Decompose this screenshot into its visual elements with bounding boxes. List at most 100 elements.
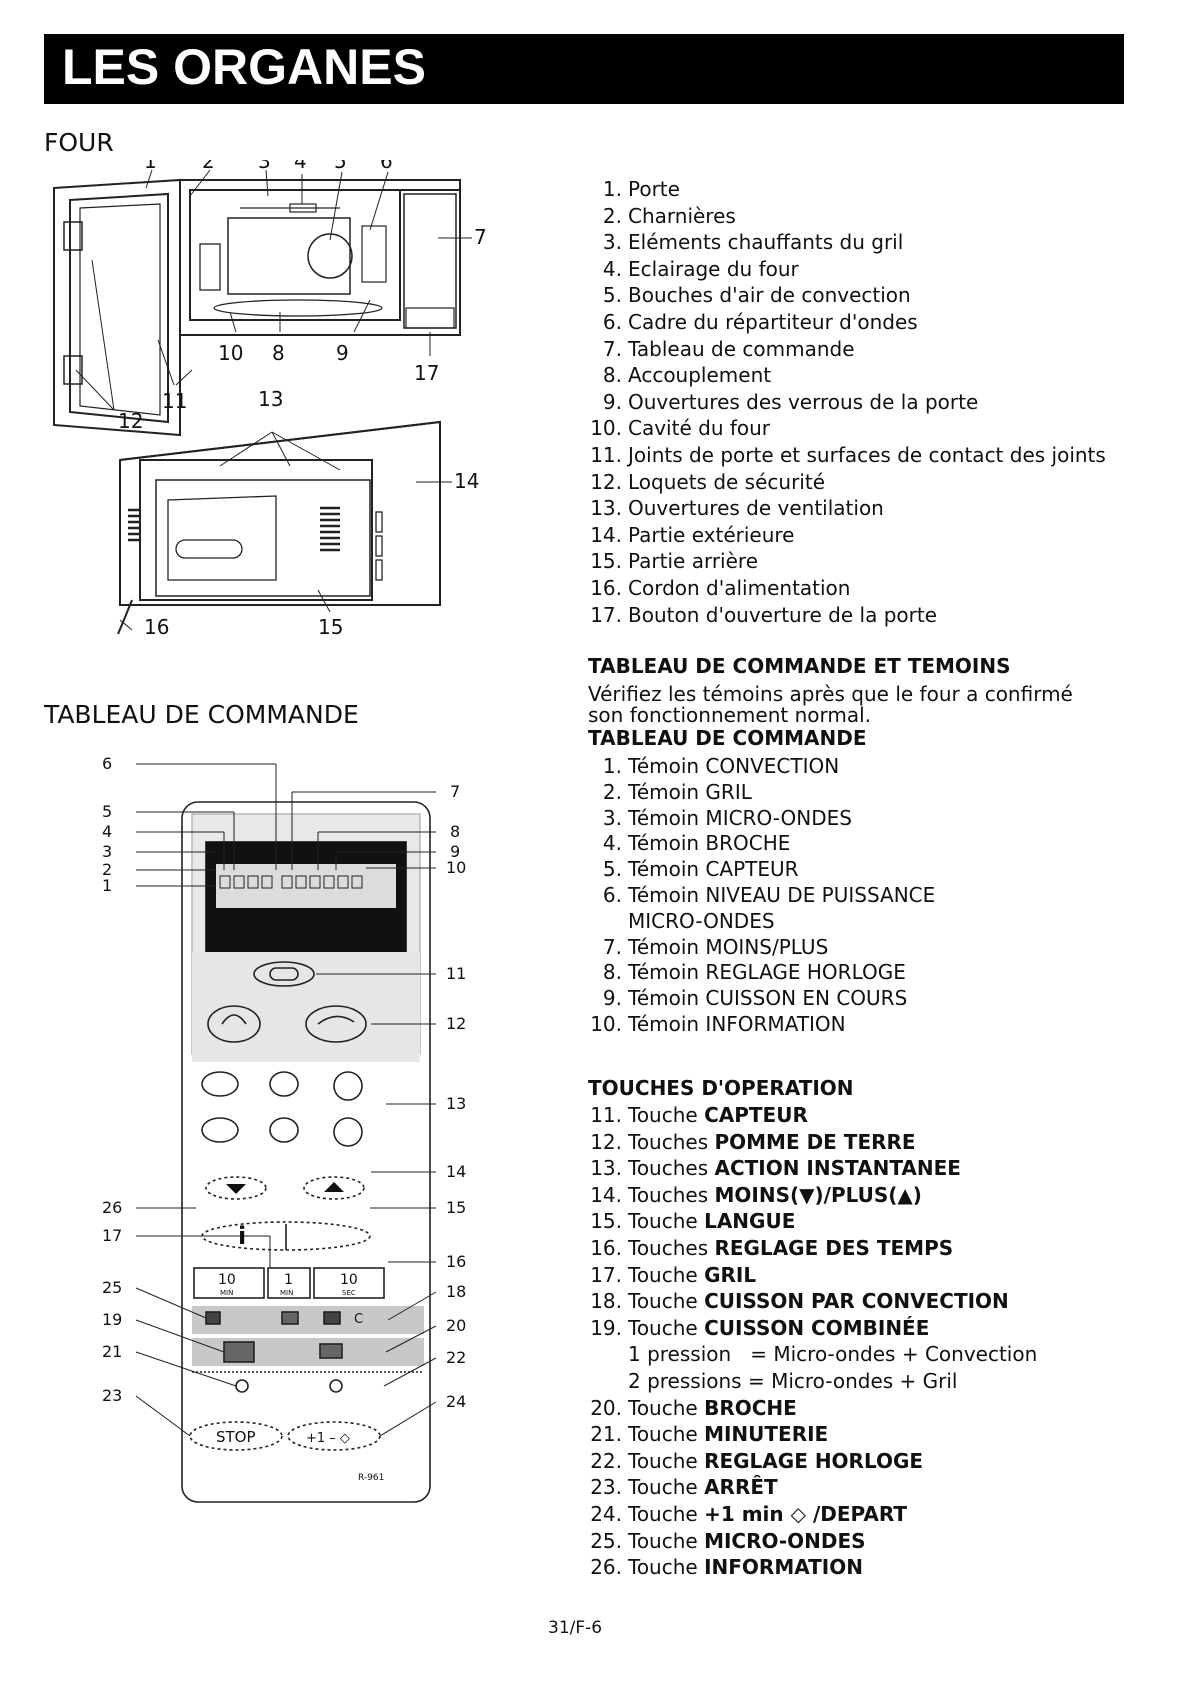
- touche-item: 21.Touche MINUTERIE: [588, 1421, 1148, 1448]
- temoin-item: 10.Témoin INFORMATION: [588, 1012, 1148, 1038]
- temoin-item: 5.Témoin CAPTEUR: [588, 857, 1148, 883]
- touche-item-text: Touches POMME DE TERRE: [628, 1129, 916, 1154]
- panel-heading: TABLEAU DE COMMANDE: [44, 700, 359, 729]
- touche-item-text: Touche MICRO-ONDES: [628, 1528, 866, 1553]
- parts-item-number: 1.: [602, 177, 622, 201]
- panel-callout-17: 17: [102, 1226, 122, 1245]
- touche-item-number: 12.: [590, 1129, 622, 1154]
- temoin-item: 4.Témoin BROCHE: [588, 831, 1148, 857]
- panel-callout-23: 23: [102, 1386, 122, 1405]
- panel-callout-11: 11: [446, 964, 466, 983]
- touche-item-text: Touche CAPTEUR: [628, 1103, 808, 1127]
- temoins-intro-2: son fonctionnement normal.: [588, 703, 872, 727]
- touche-item-number: 17.: [590, 1262, 622, 1287]
- panel-callout-26: 26: [102, 1198, 122, 1217]
- touche-item: 19.Touche CUISSON COMBINÉE: [588, 1315, 1148, 1342]
- parts-item: 17.Bouton d'ouverture de la porte: [588, 602, 1148, 629]
- oven-callout-2: 2: [202, 160, 215, 173]
- parts-item: 6.Cadre du répartiteur d'ondes: [588, 309, 1148, 336]
- temoins-intro-1: Vérifiez les témoins après que le four a…: [588, 682, 1073, 706]
- panel-callout-10: 10: [446, 858, 466, 877]
- parts-item-text: Ouvertures des verrous de la porte: [628, 389, 979, 414]
- parts-item-text: Cordon d'alimentation: [628, 575, 851, 600]
- oven-callout-4: 4: [294, 160, 307, 173]
- touche-item-number: 24.: [590, 1501, 622, 1526]
- panel-callout-24: 24: [446, 1392, 466, 1411]
- parts-item-number: 11.: [590, 442, 622, 467]
- panel-callout-6: 6: [102, 754, 112, 773]
- oven-callout-11: 11: [162, 389, 187, 413]
- parts-item-text: Eclairage du four: [628, 256, 799, 281]
- parts-item: 10.Cavité du four: [588, 415, 1148, 442]
- parts-item-text: Tableau de commande: [628, 336, 855, 361]
- convection-c-label: C: [354, 1312, 363, 1327]
- parts-item: 3.Eléments chauffants du gril: [588, 229, 1148, 256]
- touche-item: 20.Touche BROCHE: [588, 1395, 1148, 1422]
- temoin-item-number: 6.: [602, 882, 622, 907]
- touche-item-text: Touche CUISSON PAR CONVECTION: [628, 1289, 1009, 1314]
- page-title: LES ORGANES: [62, 39, 426, 95]
- temoin-item-text: Témoin MICRO-ONDES: [628, 805, 852, 830]
- model-label: R-961: [358, 1473, 384, 1483]
- oven-diagram: 1 2 3 4 5 6 7 8 9 10 11 12 13 14 15 16 1…: [53, 160, 487, 639]
- parts-item-text: Charnières: [628, 203, 736, 228]
- temoin-item-text: Témoin CONVECTION: [628, 754, 840, 778]
- touche-item-number: 14.: [590, 1182, 622, 1207]
- panel-callout-5: 5: [102, 802, 112, 821]
- parts-item: 8.Accouplement: [588, 362, 1148, 389]
- touche-item-number: 26.: [590, 1555, 622, 1580]
- parts-item-text: Ouvertures de ventilation: [628, 496, 884, 521]
- parts-item-text: Joints de porte et surfaces de contact d…: [628, 442, 1106, 467]
- parts-item-number: 3.: [602, 230, 622, 255]
- time-10min-label: 10: [218, 1272, 236, 1288]
- parts-item-text: Accouplement: [628, 363, 772, 388]
- touche-item-text: Touche +1 min ◇ /DEPART: [628, 1501, 907, 1526]
- temoin-item-text: Témoin CUISSON EN COURS: [628, 986, 908, 1011]
- oven-callout-6: 6: [380, 160, 393, 173]
- panel-callout-4: 4: [102, 822, 112, 841]
- temoin-item-number: 4.: [602, 831, 622, 856]
- parts-item-number: 16.: [590, 575, 622, 600]
- parts-item-text: Porte: [628, 177, 680, 201]
- temoin-item: 9.Témoin CUISSON EN COURS: [588, 986, 1148, 1012]
- touche-item: 26.Touche INFORMATION: [588, 1554, 1148, 1581]
- temoin-item-text: Témoin NIVEAU DE PUISSANCE: [628, 882, 936, 907]
- touches-heading: TOUCHES D'OPERATION: [588, 1076, 854, 1100]
- temoin-item-number: 1.: [602, 754, 622, 778]
- parts-item-number: 2.: [602, 203, 622, 228]
- touche-item: 1 pression = Micro-ondes + Convection: [588, 1341, 1148, 1368]
- touche-item-text: Touche GRIL: [628, 1262, 757, 1287]
- oven-callout-13: 13: [258, 387, 283, 411]
- oven-callout-17: 17: [414, 361, 439, 385]
- touche-item-number: 23.: [590, 1475, 622, 1500]
- touche-item-text: 1 pression = Micro-ondes + Convection: [628, 1342, 1038, 1367]
- oven-callout-5: 5: [334, 160, 347, 173]
- touche-item-number: 19.: [590, 1315, 622, 1340]
- touche-item-number: 11.: [590, 1103, 622, 1127]
- temoin-item: 3.Témoin MICRO-ONDES: [588, 806, 1148, 832]
- parts-item-number: 14.: [590, 522, 622, 547]
- touche-item-text: Touche INFORMATION: [628, 1555, 863, 1580]
- parts-item-number: 10.: [590, 416, 622, 441]
- panel-callout-3: 3: [102, 842, 112, 861]
- parts-item: 13.Ouvertures de ventilation: [588, 495, 1148, 522]
- touche-item: 15.Touche LANGUE: [588, 1208, 1148, 1235]
- control-panel-diagram: 6 7 5 4 3 2 1 8 9 10 11 12 13 14 15 16 1…: [102, 754, 466, 1503]
- parts-item: 2.Charnières: [588, 203, 1148, 230]
- parts-item-text: Cadre du répartiteur d'ondes: [628, 309, 918, 334]
- touche-item-text: Touche ARRÊT: [628, 1475, 778, 1500]
- touche-item-text: Touche BROCHE: [628, 1395, 797, 1420]
- touche-item-text: Touches REGLAGE DES TEMPS: [628, 1235, 954, 1260]
- parts-item: 7.Tableau de commande: [588, 336, 1148, 363]
- touche-item: 23.Touche ARRÊT: [588, 1474, 1148, 1501]
- temoin-item-number: 2.: [602, 779, 622, 804]
- oven-heading: FOUR: [44, 128, 114, 157]
- parts-item: 5.Bouches d'air de convection: [588, 282, 1148, 309]
- parts-item-text: Bouches d'air de convection: [628, 283, 911, 308]
- touche-item: 13.Touches ACTION INSTANTANEE: [588, 1155, 1148, 1182]
- parts-item-number: 6.: [602, 309, 622, 334]
- touche-item-number: 22.: [590, 1448, 622, 1473]
